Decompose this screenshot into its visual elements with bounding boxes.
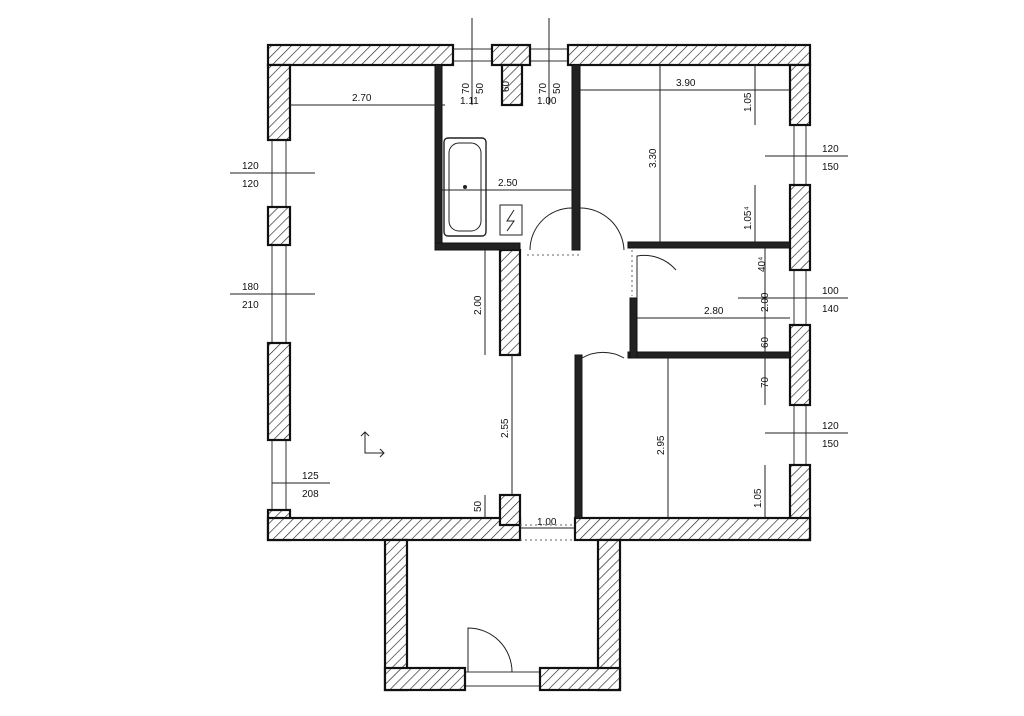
window-1-width: 120 bbox=[242, 161, 259, 172]
dim-bed1-depth: 3.30 bbox=[648, 148, 659, 168]
window-3-width: 125 bbox=[302, 471, 319, 482]
dim-wc-b-mid: 50 bbox=[552, 82, 563, 94]
window-2-height: 210 bbox=[242, 300, 259, 311]
bathtub bbox=[443, 137, 487, 237]
dim-hall-upper: 2.00 bbox=[473, 295, 484, 315]
exterior-walls bbox=[266, 43, 812, 692]
interior-walls bbox=[434, 64, 791, 519]
dim-bed1-bottom: 1.05⁴ bbox=[743, 206, 754, 230]
dim-bath-width: 2.50 bbox=[498, 178, 518, 189]
window-4-width: 120 bbox=[822, 144, 839, 155]
dim-wc-b-top: 70 bbox=[538, 82, 549, 94]
dim-bed2-60: 60 bbox=[760, 336, 771, 348]
dimension-lines bbox=[230, 65, 848, 529]
window-1-height: 120 bbox=[242, 179, 259, 190]
dim-bed2-top: 40⁴ bbox=[757, 257, 768, 272]
window-labels: 120 120 180 210 125 208 120 150 100 140 … bbox=[242, 144, 839, 500]
dim-wc-a-top: 70 bbox=[461, 82, 472, 94]
dim-bed2-70: 70 bbox=[760, 376, 771, 388]
window-4-height: 150 bbox=[822, 162, 839, 173]
dimension-labels: 2.70 2.50 3.90 3.30 1.05 1.05⁴ 40⁴ 2.00 … bbox=[352, 78, 771, 528]
dim-wc-wall: 60 bbox=[501, 80, 512, 92]
dim-hall-lower: 2.55 bbox=[500, 418, 511, 438]
dim-bed1-top: 1.05 bbox=[743, 92, 754, 112]
origin-marker-icon bbox=[360, 431, 385, 458]
window-3-height: 208 bbox=[302, 489, 319, 500]
dim-wc-b-val: 1.00 bbox=[537, 96, 557, 107]
dim-wc-a-val: 1.11 bbox=[460, 96, 479, 107]
window-5-height: 140 bbox=[822, 304, 839, 315]
dim-bed2-h: 2.00 bbox=[760, 292, 771, 312]
dim-bed1-width: 3.90 bbox=[676, 78, 696, 89]
dim-sill-50: 50 bbox=[473, 500, 484, 512]
dim-bed2-width: 2.80 bbox=[704, 306, 724, 317]
window-5-width: 100 bbox=[822, 286, 839, 297]
window-6-width: 120 bbox=[822, 421, 839, 432]
dim-bed3-depth: 2.95 bbox=[656, 435, 667, 455]
doors bbox=[467, 207, 677, 673]
dim-wc-a-mid: 50 bbox=[475, 82, 486, 94]
dim-bed3-bottom: 1.05 bbox=[753, 488, 764, 508]
window-2-width: 180 bbox=[242, 282, 259, 293]
window-6-height: 150 bbox=[822, 439, 839, 450]
electric-panel-icon bbox=[499, 204, 523, 236]
dim-entry-width: 1.00 bbox=[537, 517, 557, 528]
dim-living-width: 2.70 bbox=[352, 93, 372, 104]
